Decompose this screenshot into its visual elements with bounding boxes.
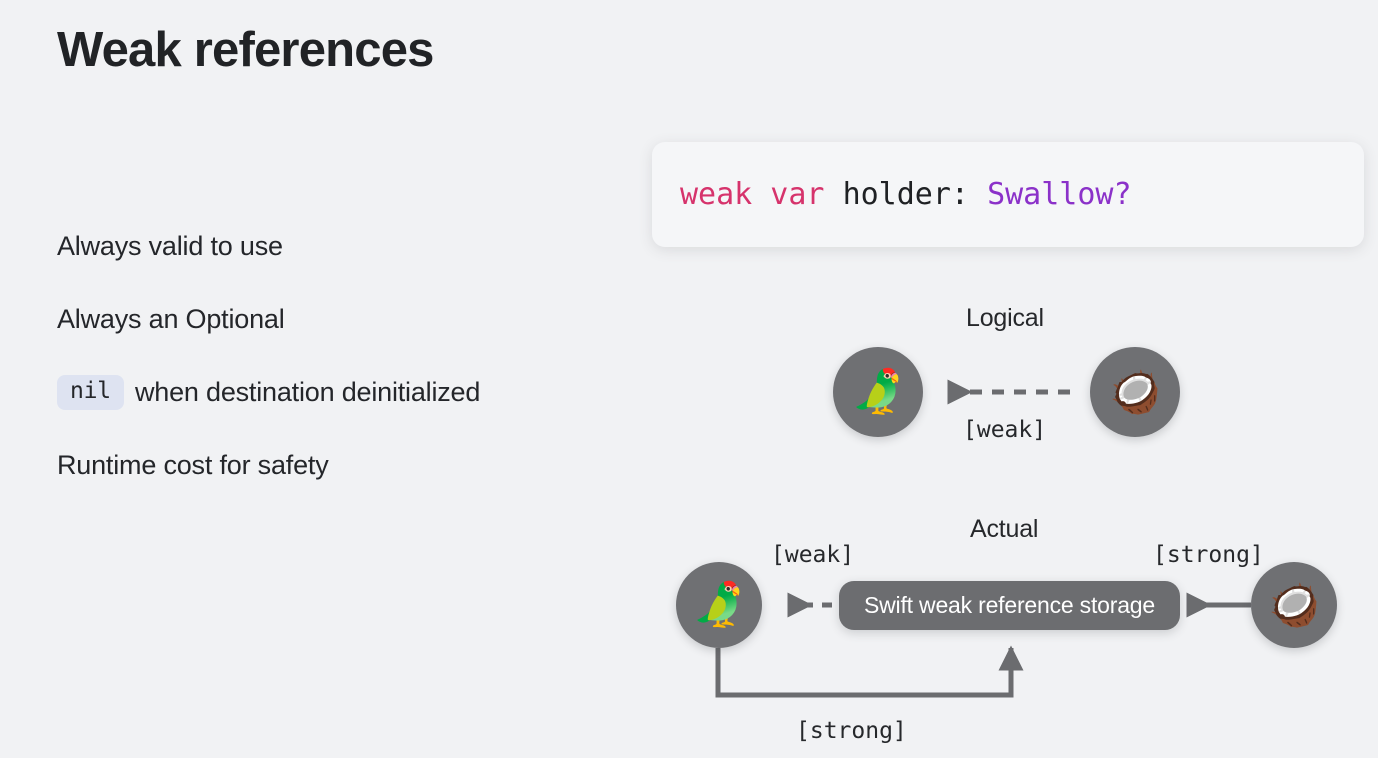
parrot-emoji: 🦜 (851, 367, 905, 416)
edge-actual-strong-swallow (715, 645, 1024, 698)
node-coconut-logical: 🥥 (1090, 347, 1180, 437)
node-swallow-actual: 🦜 (676, 562, 762, 648)
list-item: Always an Optional (57, 283, 637, 356)
code-token-type: Swallow? (987, 177, 1132, 212)
bullet-text: Always valid to use (57, 231, 283, 261)
diagram-heading-actual: Actual (970, 515, 1039, 543)
parrot-emoji: 🦜 (692, 580, 746, 629)
coconut-emoji: 🥥 (1268, 581, 1320, 628)
node-swallow-logical: 🦜 (833, 347, 923, 437)
inline-code-chip-nil: nil (57, 375, 124, 410)
code-line: weak var holder: Swallow? (652, 177, 1132, 212)
edge-label-logical-weak: [weak] (963, 417, 1047, 443)
bullet-list: Always valid to use Always an Optional n… (57, 210, 637, 502)
bullet-text: when destination deinitialized (134, 377, 481, 407)
page-title: Weak references (57, 23, 434, 77)
edge-label-actual-weak: [weak] (771, 542, 855, 568)
node-coconut-actual: 🥥 (1251, 562, 1337, 648)
edge-label-actual-strong-swallow: [strong] (796, 718, 907, 744)
list-item: Always valid to use (57, 210, 637, 283)
code-token-identifier: holder: (842, 177, 988, 212)
bullet-text: Always an Optional (57, 304, 285, 334)
storage-box: Swift weak reference storage (839, 581, 1180, 630)
diagram-heading-logical: Logical (966, 304, 1044, 332)
bullet-text: Runtime cost for safety (57, 450, 329, 480)
code-token-keyword: weak var (680, 177, 843, 212)
coconut-emoji: 🥥 (1109, 368, 1161, 415)
list-item: nil when destination deinitialized (57, 356, 637, 429)
storage-box-label: Swift weak reference storage (864, 592, 1155, 618)
code-card: weak var holder: Swallow? (652, 142, 1364, 247)
list-item: Runtime cost for safety (57, 429, 637, 502)
edge-label-actual-strong-coconut: [strong] (1153, 542, 1264, 568)
